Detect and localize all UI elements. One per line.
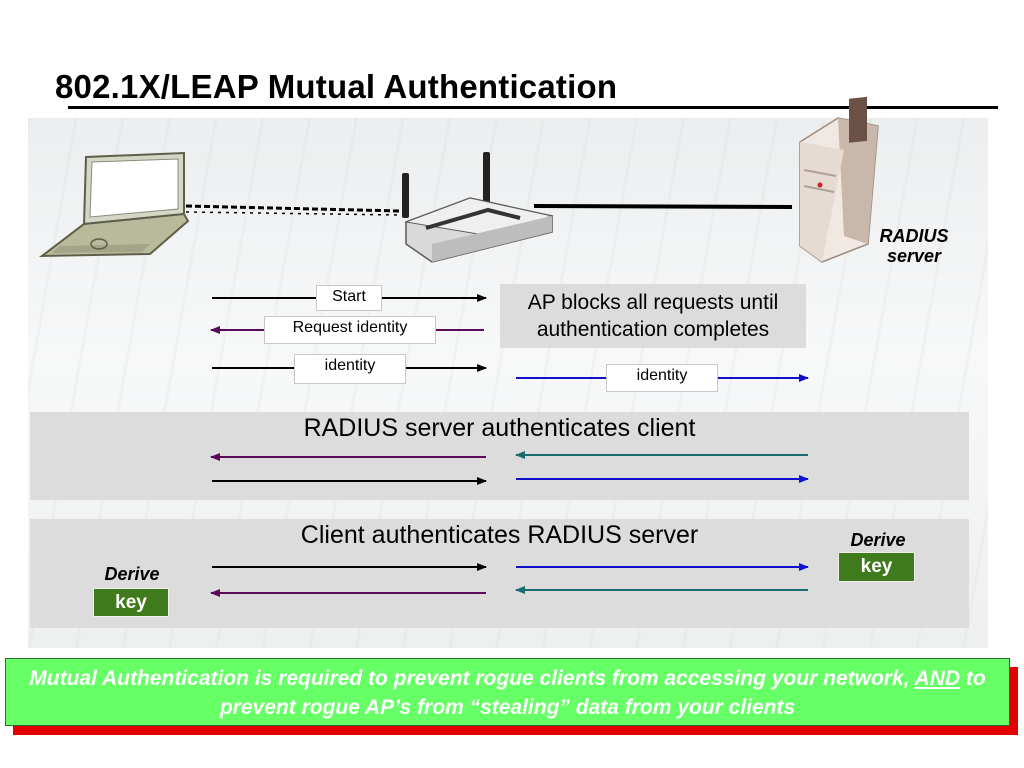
radius-server-label-line2: server <box>886 246 942 266</box>
wireless-access-point-icon <box>402 152 554 263</box>
client-derive-label: Derive <box>104 564 160 584</box>
phase-band-radius-auth-client: RADIUS server authenticates client <box>30 412 969 500</box>
radius-server-label: RADIUS server <box>866 226 962 266</box>
ap-blocking-note: AP blocks all requests until authenticat… <box>500 284 806 348</box>
phase-title-radius-auth-client: RADIUS server authenticates client <box>303 414 696 442</box>
message-identity-ap: identity <box>606 364 718 392</box>
note-line-1: AP blocks all requests until <box>527 291 779 314</box>
callout-text-part2: to prevent rogue AP’s from “stealing” da… <box>219 667 986 719</box>
phase-band-client-auth-radius: Client authenticates RADIUS server <box>30 519 969 628</box>
wireless-link <box>185 204 401 216</box>
message-start: Start <box>316 285 382 311</box>
message-identity-client: identity <box>294 354 406 384</box>
server-derive-label: Derive <box>850 530 906 550</box>
callout-text-part1: Mutual Authentication is required to pre… <box>29 667 915 690</box>
client-key-box: key <box>93 588 169 617</box>
slide-title: 802.1X/LEAP Mutual Authentication <box>55 68 618 105</box>
server-tower-icon <box>799 96 879 263</box>
message-request-identity: Request identity <box>264 316 436 344</box>
title-underline <box>68 106 998 109</box>
laptop-icon <box>38 151 190 258</box>
server-key-box: key <box>838 552 915 582</box>
radius-server-label-line1: RADIUS <box>879 226 949 246</box>
wired-link <box>533 204 793 209</box>
callout-emphasis: AND <box>914 667 961 690</box>
mutual-auth-callout: Mutual Authentication is required to pre… <box>5 658 1010 726</box>
phase-title-client-auth-radius: Client authenticates RADIUS server <box>300 521 699 549</box>
note-line-2: authentication completes <box>536 318 770 341</box>
